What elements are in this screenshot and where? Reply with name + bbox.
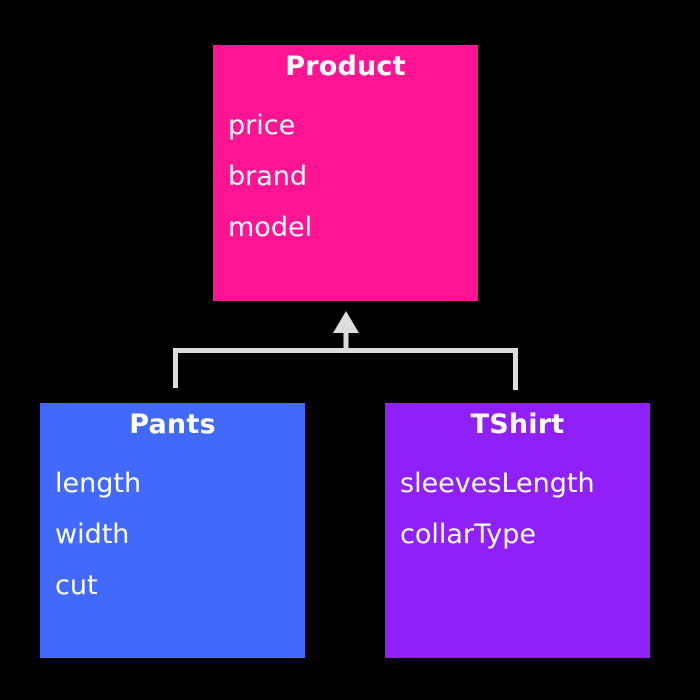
attribute-item: length xyxy=(55,468,142,499)
class-title-pants: Pants xyxy=(129,409,216,440)
attribute-item: width xyxy=(55,519,130,550)
class-box-product[interactable]: Product price brand model xyxy=(213,45,478,301)
attribute-list-tshirt: sleevesLength collarType xyxy=(400,458,642,560)
class-box-pants[interactable]: Pants length width cut xyxy=(40,403,305,658)
attribute-item: brand xyxy=(228,161,308,192)
class-box-tshirt[interactable]: TShirt sleevesLength collarType xyxy=(385,403,650,658)
attribute-list-product: price brand model xyxy=(228,100,470,253)
attribute-item: model xyxy=(228,212,313,243)
attribute-item: sleevesLength xyxy=(400,468,595,499)
inheritance-arrowhead-icon xyxy=(333,311,359,333)
attribute-item: collarType xyxy=(400,519,537,550)
attribute-item: cut xyxy=(55,570,98,601)
class-title-product: Product xyxy=(285,51,406,82)
attribute-list-pants: length width cut xyxy=(55,458,297,611)
class-title-tshirt: TShirt xyxy=(470,409,565,440)
attribute-item: price xyxy=(228,110,296,141)
